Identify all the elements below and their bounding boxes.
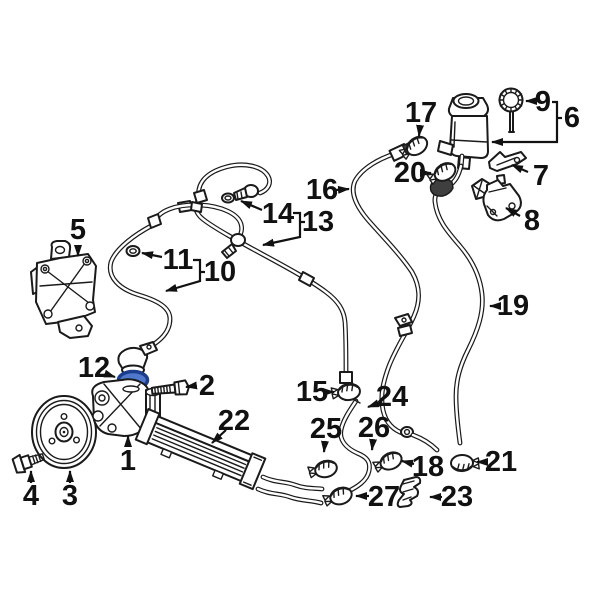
callout-label-20[interactable]: 20 [394,157,426,189]
callout-label-1[interactable]: 1 [120,445,136,477]
fluid-cooler [134,408,325,506]
callout-label-25[interactable]: 25 [310,413,342,445]
pulley-bolt-4 [11,453,45,474]
clamp-21 [449,453,481,473]
callout-label-10[interactable]: 10 [204,256,236,288]
o-ring-11 [125,245,141,257]
callout-label-15[interactable]: 15 [296,376,328,408]
callout-label-24[interactable]: 24 [376,381,408,413]
power-steering-pump [117,341,158,376]
callout-label-17[interactable]: 17 [405,97,437,129]
callout-label-18[interactable]: 18 [412,451,444,483]
callout-label-26[interactable]: 26 [358,412,390,444]
callout-label-13[interactable]: 13 [302,206,334,238]
callout-label-19[interactable]: 19 [497,290,529,322]
seal-ring-14 [221,192,235,204]
callout-label-9[interactable]: 9 [535,86,551,118]
callout-label-4[interactable]: 4 [23,480,39,512]
callout-label-23[interactable]: 23 [441,481,473,513]
pulley [31,395,97,469]
callout-label-16[interactable]: 16 [306,174,338,206]
pump-mounting-bracket [30,240,97,339]
callout-label-27[interactable]: 27 [368,481,400,513]
callout-label-14[interactable]: 14 [262,198,294,230]
clamp-25 [306,456,340,483]
pressure-hose-13 [177,162,353,384]
callout-label-3[interactable]: 3 [62,480,78,512]
return-hose-19 [429,153,485,446]
hose-clip-23 [396,476,422,508]
callout-label-5[interactable]: 5 [70,214,86,246]
reservoir-cap [498,87,524,133]
callout-label-8[interactable]: 8 [524,205,540,237]
callout-label-6[interactable]: 6 [564,102,580,134]
callout-labels: 1234567891011121314151617181920212223242… [23,86,580,513]
callout-label-2[interactable]: 2 [199,370,215,402]
callout-label-21[interactable]: 21 [485,446,517,478]
clamp-18 [371,447,406,477]
reservoir-bracket-7 [488,151,527,172]
callout-label-7[interactable]: 7 [533,160,549,192]
callout-label-22[interactable]: 22 [218,405,250,437]
pressure-hose-10 [107,201,246,355]
callout-leaders [27,97,562,501]
callout-label-11[interactable]: 11 [163,244,194,276]
callout-label-12[interactable]: 12 [78,352,110,384]
clamp-27 [321,483,356,511]
